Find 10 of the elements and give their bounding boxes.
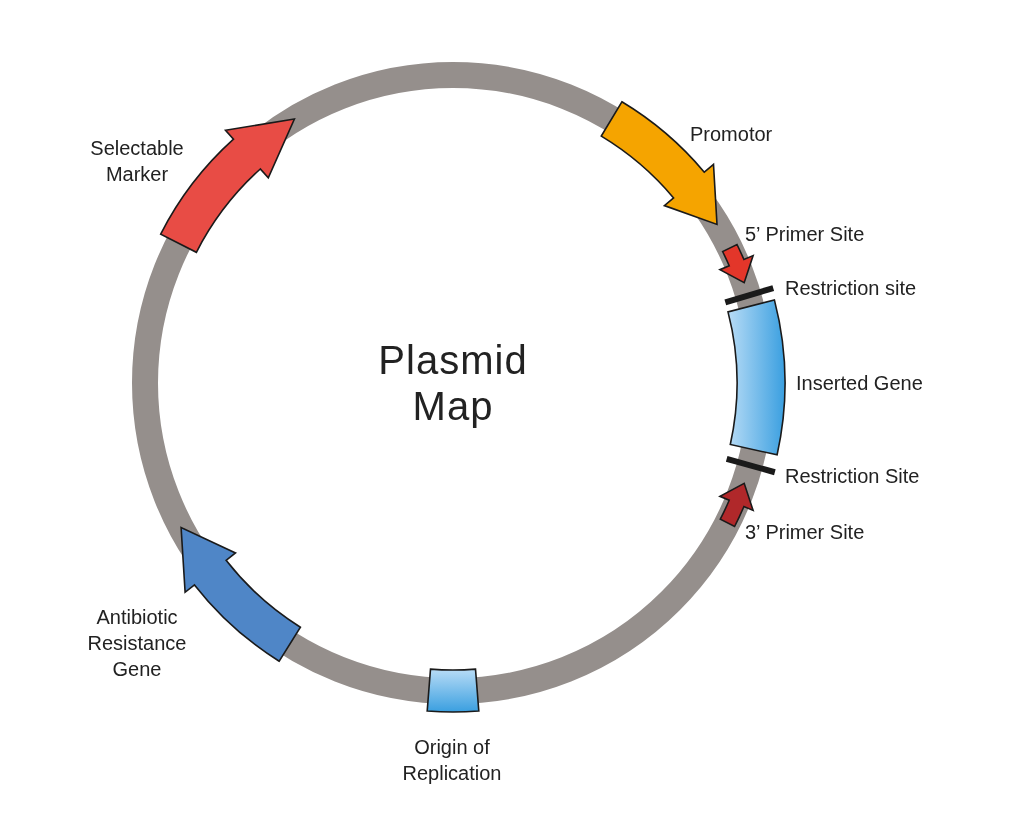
part-label: 5’ Primer Site <box>745 222 865 247</box>
part-label: Restriction Site <box>785 464 920 489</box>
part-label: Inserted Gene <box>796 371 923 396</box>
part-label: 3’ Primer Site <box>745 520 865 545</box>
part-label: Selectable Marker <box>89 136 185 187</box>
part-label: Origin of Replication <box>401 735 503 786</box>
part-label: Restriction site <box>785 276 917 301</box>
part-label: Promotor <box>690 122 773 147</box>
part-label: Antibiotic Resistance Gene <box>86 605 188 682</box>
diagram-title: Plasmid Map <box>377 337 529 429</box>
